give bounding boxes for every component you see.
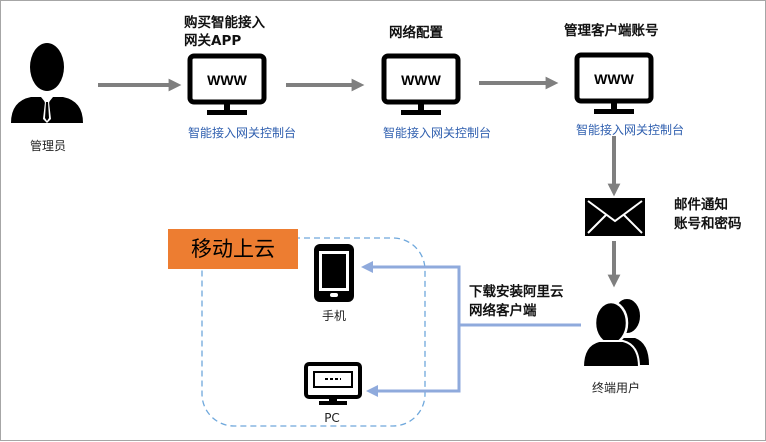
envelope-icon bbox=[585, 198, 645, 236]
download-line1: 下载安装阿里云 bbox=[469, 284, 564, 300]
mobile-group-border bbox=[201, 237, 426, 427]
email-line2: 账号和密码 bbox=[674, 216, 742, 232]
users-icon bbox=[581, 297, 649, 368]
network-caption: 智能接入网关控制台 bbox=[382, 126, 492, 140]
monitor-icon-account bbox=[574, 52, 654, 114]
screen-text-account: WWW bbox=[594, 71, 634, 87]
download-arrows bbox=[361, 261, 581, 397]
buy-title-line2: 网关APP bbox=[184, 33, 242, 49]
account-title: 管理客户端账号 bbox=[564, 23, 659, 39]
account-caption: 智能接入网关控制台 bbox=[575, 123, 685, 137]
pc-icon bbox=[304, 362, 362, 405]
admin-label: 管理员 bbox=[29, 139, 67, 153]
download-line2: 网络客户端 bbox=[469, 303, 537, 319]
network-title: 网络配置 bbox=[389, 25, 443, 41]
monitor-icon-buy bbox=[187, 53, 267, 115]
buy-caption: 智能接入网关控制台 bbox=[187, 126, 297, 140]
screen-text-buy: WWW bbox=[207, 72, 247, 88]
screen-text-network: WWW bbox=[401, 72, 441, 88]
phone-icon bbox=[314, 244, 354, 302]
phone-label: 手机 bbox=[321, 309, 347, 323]
email-line1: 邮件通知 bbox=[674, 197, 728, 213]
end-users-label: 终端用户 bbox=[591, 381, 641, 395]
pc-label: PC bbox=[324, 411, 340, 425]
buy-title-line1: 购买智能接入 bbox=[184, 15, 265, 31]
admin-person-icon bbox=[11, 43, 83, 123]
monitor-icon-network bbox=[381, 53, 461, 115]
mobile-cloud-badge: 移动上云 bbox=[168, 229, 298, 269]
